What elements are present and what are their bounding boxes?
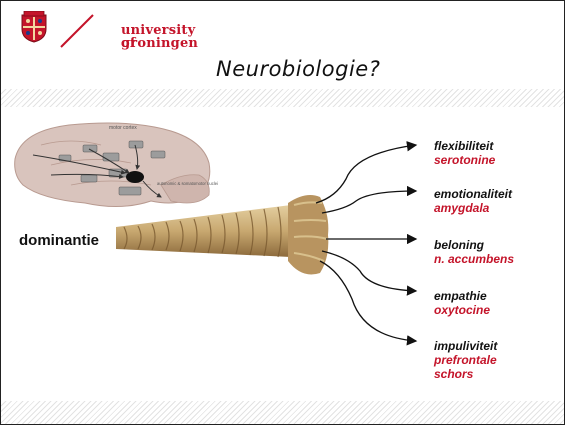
label-sub: oxytocine [434,303,490,317]
arrow-empathie [322,251,416,291]
label-sub: amygdala [434,201,512,215]
label-main: flexibiliteit [434,139,495,153]
crest-icon [21,11,47,43]
hatched-band-top [1,89,565,107]
arrow-impuliviteit [320,261,416,341]
slide-title: Neurobiologie? [216,57,380,81]
label-main: impuliviteit [434,339,497,353]
label-sub: serotonine [434,153,495,167]
university-logo: university of groningen [21,11,211,51]
arrow-emotionaliteit [322,191,416,213]
label-sub: prefrontale [434,353,497,367]
dominantie-label: dominantie [19,232,99,249]
label-emotionaliteit: emotionaliteit amygdala [434,187,512,215]
label-sub: n. accumbens [434,252,514,266]
label-main: beloning [434,238,514,252]
hatched-band-bottom [1,401,565,425]
label-main: emotionaliteit [434,187,512,201]
label-impuliviteit: impuliviteit prefrontale schors [434,339,497,381]
label-main: empathie [434,289,490,303]
arrow-flexibiliteit [316,145,416,203]
label-flexibiliteit: flexibiliteit serotonine [434,139,495,167]
logo-slash-icon [57,13,97,49]
label-sub: schors [434,367,497,381]
label-empathie: empathie oxytocine [434,289,490,317]
logo-line-2: groningen [121,37,198,50]
label-beloning: beloning n. accumbens [434,238,514,266]
